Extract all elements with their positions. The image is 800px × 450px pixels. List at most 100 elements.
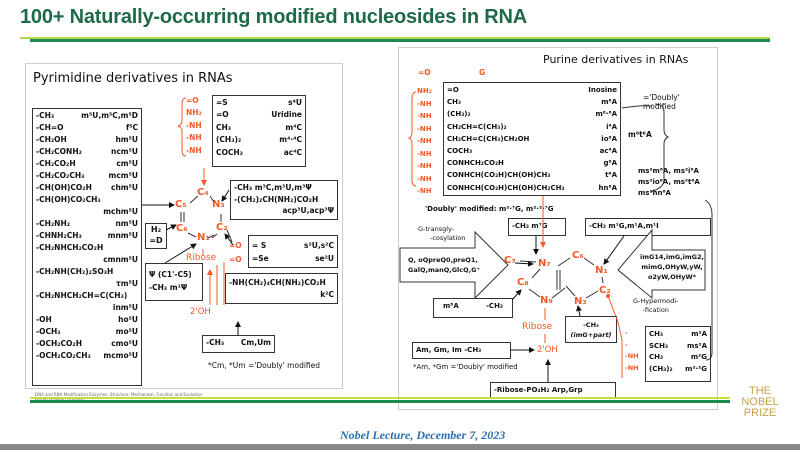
nucleoside-name: m²A <box>691 330 707 338</box>
citation-line: DNA and RNA Modification Enzymes: Struct… <box>35 392 204 397</box>
ms-line: ms²hn⁶A <box>638 189 671 197</box>
orange-label: -NH <box>417 162 432 170</box>
orange-label: -NH <box>186 145 202 155</box>
nucleoside-name: cmnm⁵U <box>103 255 138 264</box>
substituent: -CH₂NH₂ <box>36 219 71 228</box>
pyrimidine-title: Pyrimidine derivatives in RNAs <box>33 71 233 86</box>
m8a-sub: -CH₃ <box>486 302 503 310</box>
substituent: -CH₂NHCH₂CO₂H <box>36 243 104 252</box>
n3-row: -CH₃ m³C,m³U,m³Ψ <box>234 183 312 192</box>
ribose-label: Ribose <box>186 253 217 263</box>
substituent: COCH₃ <box>447 147 473 156</box>
m6t6a-label: m⁶t⁶A <box>628 130 652 139</box>
substituent: -CH(OH)CO₂H <box>36 183 92 192</box>
substituent: CH₃ <box>216 122 232 132</box>
footer-line <box>30 400 730 403</box>
orange-label: -NH <box>417 112 432 120</box>
logo-line: NOBEL <box>741 396 779 408</box>
purine-g-label: G <box>479 68 486 77</box>
nucleoside-name: Inosine <box>588 86 617 94</box>
nucleoside-name: inm⁵U <box>112 303 138 312</box>
orange-label: -NH <box>417 99 432 108</box>
orange-label: -NH <box>625 363 639 372</box>
substituent: = S <box>252 241 267 250</box>
orange-label: -NH <box>417 174 432 183</box>
oh-label: 2'OH <box>190 307 211 317</box>
psi-row: Ψ (C1'-C5) <box>149 270 192 279</box>
ring-n1: N₁ <box>595 265 608 276</box>
substituent: =O <box>216 110 229 120</box>
nucleoside-name: Uridine <box>271 110 302 120</box>
o-label: =O <box>229 255 242 264</box>
queuosine-list: Q, oQpreQ0,preQ1, GalQ,manQ,GlcQ,G⁺ <box>408 255 480 275</box>
orange-label: -NH <box>186 120 202 130</box>
substituent: CH₃ <box>447 98 462 107</box>
k-row: k²C <box>320 290 334 299</box>
purine-bonds <box>399 103 713 361</box>
purine-arrows <box>511 235 625 382</box>
nucleoside-name: m⁴C <box>285 122 302 132</box>
substituent: -OH <box>36 315 52 324</box>
substituent: CH₂CH=C(CH₃)₂ <box>447 122 507 131</box>
m8a-box: m⁸A-CH₃ <box>433 298 513 318</box>
ring-n9: N₉ <box>540 295 553 306</box>
nucleoside-name: cmo⁵U <box>111 339 138 348</box>
am-doubly-note: *Am, *Gm ='Doubly' modified <box>413 363 518 371</box>
substituent: -CH₂OH <box>36 135 67 144</box>
nucleoside-name: ncm⁵U <box>111 147 138 156</box>
list-item: =O Uridine <box>216 109 302 121</box>
k-row: -NH(CH₂)₄CH(NH₂)CO₂H <box>229 278 326 287</box>
ring-c4: C₄ <box>197 187 209 198</box>
ring-n7: N₇ <box>538 258 551 269</box>
nucleoside-name: f⁵C <box>125 123 138 132</box>
nucleoside-name: mo⁵U <box>115 327 138 336</box>
substituent: -CH(OH)CO₂CH₃ <box>36 195 101 204</box>
ms-line: ms²io⁶A, ms²t⁶A <box>638 178 700 186</box>
hypermodification-label: G-Hypermodi- -fication <box>633 297 678 315</box>
cm-sub: -CH₃ <box>206 338 225 347</box>
doubly-g-label: 'Doubly' modified: m²·⁷G, m²·²·⁷G <box>425 205 554 213</box>
nucleoside-name: t⁶A <box>605 171 617 180</box>
list-item: -CH₂NHCH₂CH=C(CH₃)inm⁵U <box>36 290 138 314</box>
slide-title: 100+ Naturally-occurring modified nucleo… <box>20 6 527 28</box>
purine-oh-label: 2'OH <box>537 345 558 355</box>
n3-row: acp³U,acp³Ψ <box>282 206 334 215</box>
ring-n1: N₁ <box>197 232 210 243</box>
hypermod-list: imG14,imG,imG2, mimG,OHyW,yW, o2yW,OHyW* <box>640 252 704 282</box>
d-label: =D <box>149 235 163 245</box>
pyrimidine-bonds <box>180 195 233 243</box>
ms-line: ms²m⁶A, ms²i⁶A <box>638 167 699 175</box>
orange-label: -NH <box>417 149 432 158</box>
ring-c2: C₂ <box>216 222 228 233</box>
nucleoside-name: m⁵U,m⁵C,m⁵D <box>81 111 138 120</box>
hyper-line: imG14,imG,imG2, <box>640 253 704 261</box>
ring-c6: C₆ <box>572 250 584 261</box>
nucleoside-name: g⁶A <box>603 159 618 168</box>
substituent: CH₂CH=C(CH₃)CH₂OH <box>447 134 530 143</box>
substituent: -CHNH₂CH₃ <box>36 231 82 240</box>
transgly-line: G-transgly- <box>418 225 455 233</box>
hyper-label-line: G-Hypermodi- <box>633 297 679 305</box>
list-item: CH₃ m⁴C <box>216 122 302 134</box>
substituent: (CH₃)₂ <box>649 364 673 373</box>
orange-label: - <box>625 340 628 349</box>
nucleoside-name: hm⁵U <box>115 135 138 144</box>
